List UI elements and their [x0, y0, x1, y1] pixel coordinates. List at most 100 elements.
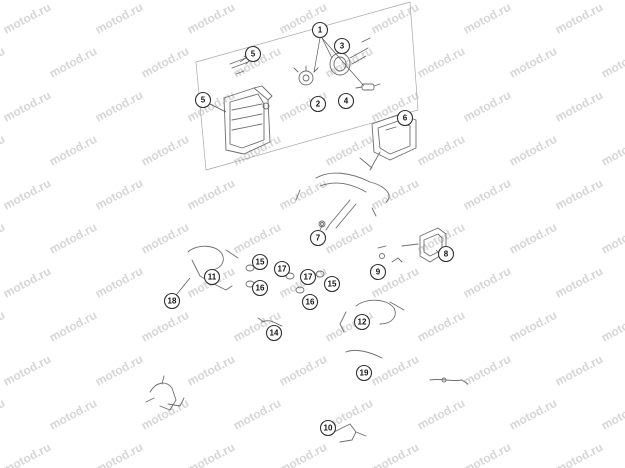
callout-label-5b: 5	[201, 96, 206, 105]
watermark-text: motod.ru	[139, 44, 191, 81]
watermark-text: motod.ru	[93, 352, 145, 389]
watermark-text: motod.ru	[461, 0, 513, 37]
watermark-text: motod.ru	[185, 440, 237, 468]
watermark-text: motod.ru	[47, 44, 99, 81]
watermark-text: motod.ru	[507, 308, 559, 345]
watermark-text: motod.ru	[599, 396, 625, 433]
watermark-text: motod.ru	[0, 396, 7, 433]
watermark-text: motod.ru	[93, 0, 145, 37]
watermark-text: motod.ru	[415, 44, 467, 81]
watermark-text: motod.ru	[93, 264, 145, 301]
cable-19	[345, 349, 469, 385]
watermark-text: motod.ru	[0, 220, 7, 257]
watermark-text: motod.ru	[1, 176, 53, 213]
watermark-text: motod.ru	[461, 176, 513, 213]
watermark-text: motod.ru	[277, 440, 329, 468]
callout-label-16a: 16	[256, 284, 265, 293]
watermark-text: motod.ru	[277, 352, 329, 389]
callout-label-17a: 17	[278, 265, 287, 274]
callout-label-5a: 5	[251, 50, 256, 59]
callout-15b: 15	[323, 275, 341, 293]
callout-16b: 16	[301, 293, 319, 311]
watermark-text: motod.ru	[415, 132, 467, 169]
watermark-text: motod.ru	[553, 264, 605, 301]
callout-label-11: 11	[208, 273, 217, 282]
watermark-text: motod.ru	[1, 352, 53, 389]
callout-label-9: 9	[376, 268, 381, 277]
callout-label-10: 10	[324, 424, 333, 433]
callout-label-18: 18	[168, 297, 177, 306]
turn-signal-right	[339, 299, 405, 333]
callout-6: 6	[396, 109, 414, 127]
watermark-text: motod.ru	[1, 264, 53, 301]
callout-label-15b: 15	[328, 280, 337, 289]
callout-18: 18	[163, 292, 181, 310]
watermark-text: motod.ru	[553, 176, 605, 213]
callout-17a: 17	[273, 260, 291, 278]
callout-label-7: 7	[316, 234, 321, 243]
callout-11: 11	[203, 268, 221, 286]
watermark-text: motod.ru	[507, 44, 559, 81]
callout-16a: 16	[251, 279, 269, 297]
callout-label-12: 12	[358, 318, 367, 327]
callout-9: 9	[369, 263, 387, 281]
callout-4: 4	[337, 92, 355, 110]
watermark-text: motod.ru	[185, 352, 237, 389]
callout-label-17b: 17	[304, 273, 313, 282]
callout-10: 10	[319, 419, 337, 437]
bulb-socket	[293, 65, 319, 86]
callout-label-19: 19	[360, 369, 369, 378]
watermark-text: motod.ru	[507, 132, 559, 169]
watermark-text: motod.ru	[93, 88, 145, 125]
watermark-text: motod.ru	[1, 0, 53, 37]
watermark-text: motod.ru	[139, 132, 191, 169]
watermark-text: motod.ru	[47, 308, 99, 345]
callout-layer: 1 2 3 4 5 5 6 7	[163, 21, 455, 437]
callout-15a: 15	[251, 253, 269, 271]
callout-14: 14	[265, 324, 283, 342]
watermark-text: motod.ru	[599, 44, 625, 81]
watermark-text: motod.ru	[599, 308, 625, 345]
watermark-text: motod.ru	[231, 396, 283, 433]
watermark-text: motod.ru	[47, 396, 99, 433]
callout-19: 19	[355, 364, 373, 382]
watermark-text: motod.ru	[139, 220, 191, 257]
watermark-text: motod.ru	[507, 220, 559, 257]
watermark-text: motod.ru	[93, 176, 145, 213]
watermark-text: motod.ru	[461, 440, 513, 468]
watermark-text: motod.ru	[461, 88, 513, 125]
callout-label-2: 2	[316, 100, 321, 109]
callout-label-16b: 16	[306, 298, 315, 307]
watermark-text: motod.ru	[47, 132, 99, 169]
watermark-text: motod.ru	[553, 0, 605, 37]
watermark-text: motod.ru	[0, 308, 7, 345]
callout-label-1: 1	[318, 26, 323, 35]
callout-1: 1	[311, 21, 329, 39]
watermark-text: motod.ru	[185, 88, 237, 125]
watermark-text: motod.ru	[0, 44, 7, 81]
callout-7: 7	[309, 229, 327, 247]
watermark-text: motod.ru	[599, 220, 625, 257]
watermark-text: motod.ru	[553, 440, 605, 468]
watermark-text: motod.ru	[553, 352, 605, 389]
watermark-text: motod.ru	[323, 132, 375, 169]
watermark-text: motod.ru	[185, 0, 237, 37]
watermark-text: motod.ru	[1, 88, 53, 125]
watermark-text: motod.ru	[507, 396, 559, 433]
callout-5a: 5	[244, 45, 262, 63]
parking-bulb	[355, 83, 381, 91]
callout-2: 2	[309, 95, 327, 113]
watermark-text: motod.ru	[553, 88, 605, 125]
callout-17b: 17	[299, 268, 317, 286]
callout-label-3: 3	[340, 42, 345, 51]
watermark-text: motod.ru	[461, 352, 513, 389]
wiring-harness-left	[145, 375, 185, 411]
headlight-bracket	[295, 172, 390, 231]
watermark-text: motod.ru	[277, 176, 329, 213]
callout-label-14: 14	[270, 329, 279, 338]
watermark-text: motod.ru	[369, 352, 421, 389]
headlight-housing	[223, 85, 273, 155]
watermark-text: motod.ru	[231, 220, 283, 257]
callout-label-6: 6	[403, 114, 408, 123]
watermark-text: motod.ru	[369, 0, 421, 37]
